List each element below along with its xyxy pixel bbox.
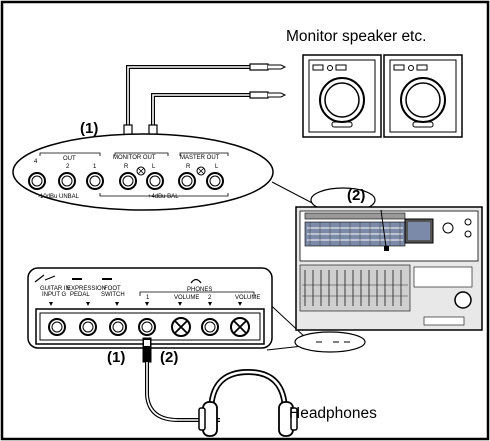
svg-text:VOLUME: VOLUME bbox=[235, 295, 260, 301]
svg-text:SWITCH: SWITCH bbox=[101, 292, 125, 298]
svg-text:EXPRESSION: EXPRESSION bbox=[67, 286, 106, 292]
svg-text:4: 4 bbox=[34, 159, 38, 165]
svg-text:GUITAR IN: GUITAR IN bbox=[40, 286, 70, 292]
callout-2-bottom: (2) bbox=[160, 349, 178, 366]
svg-text:L: L bbox=[215, 164, 219, 170]
svg-text:+4dBu BAL: +4dBu BAL bbox=[148, 194, 179, 200]
svg-text:-10dBu UNBAL: -10dBu UNBAL bbox=[38, 194, 80, 200]
svg-text:1: 1 bbox=[146, 295, 150, 301]
headphone-cable bbox=[142, 337, 220, 422]
monitor-speaker-label: Monitor speaker etc. bbox=[286, 28, 426, 45]
rear-panel-labels: OUT 4 2 1 MONITOR OUT R L MASTER OUT R L… bbox=[34, 152, 229, 200]
monitor-speaker-left bbox=[302, 54, 382, 138]
recorder-device bbox=[294, 187, 483, 353]
svg-text:R: R bbox=[186, 164, 191, 170]
svg-text:PHONES: PHONES bbox=[187, 287, 212, 293]
svg-text:INPUT G: INPUT G bbox=[42, 292, 67, 298]
front-panel-arrows bbox=[49, 302, 242, 306]
callout-1-top: (1) bbox=[80, 120, 98, 137]
rear-panel-jacks bbox=[28, 166, 224, 190]
headphones-label: Headphones bbox=[289, 405, 377, 422]
svg-text:VOLUME: VOLUME bbox=[174, 295, 199, 301]
headphones-icon bbox=[198, 368, 298, 437]
svg-text:L: L bbox=[152, 164, 156, 170]
front-panel-zoom bbox=[27, 267, 273, 349]
svg-text:MASTER OUT: MASTER OUT bbox=[180, 155, 220, 161]
svg-text:2: 2 bbox=[208, 295, 212, 301]
callout-2-right: (2) bbox=[347, 187, 365, 204]
svg-text:FOOT: FOOT bbox=[104, 286, 121, 292]
svg-text:MONITOR OUT: MONITOR OUT bbox=[113, 155, 156, 161]
svg-text:OUT: OUT bbox=[63, 156, 76, 162]
svg-text:1: 1 bbox=[93, 164, 97, 170]
callout-1-bottom: (1) bbox=[107, 349, 125, 366]
monitor-speaker-right bbox=[383, 54, 463, 138]
callout-2-pointer bbox=[380, 209, 387, 248]
svg-text:R: R bbox=[124, 164, 129, 170]
front-panel-jacks bbox=[48, 317, 250, 337]
svg-text:PEDAL: PEDAL bbox=[70, 292, 90, 298]
svg-text:2: 2 bbox=[66, 164, 70, 170]
front-panel-labels: GUITAR IN INPUT G EXPRESSION PEDAL FOOT … bbox=[40, 286, 260, 301]
